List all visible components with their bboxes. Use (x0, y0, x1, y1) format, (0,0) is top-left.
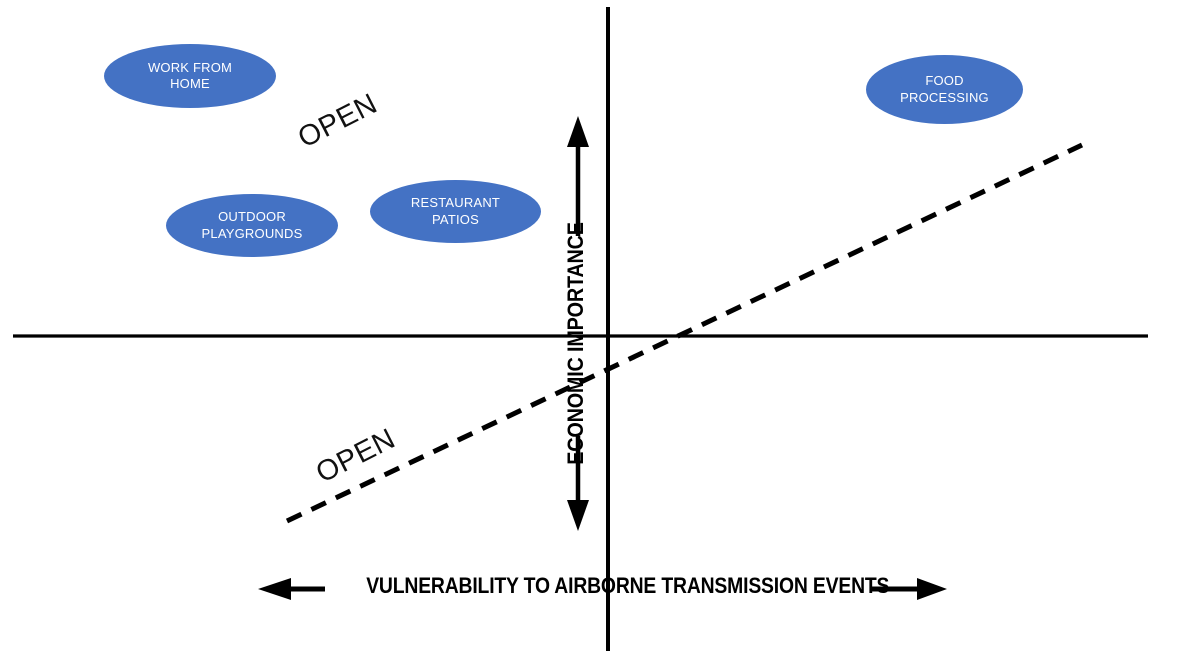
dashed-threshold-line (285, 142, 1084, 524)
x-axis-arrow-left (258, 578, 325, 600)
x-axis-arrow-right (872, 578, 947, 600)
bubble-food-processing[interactable]: FOOD PROCESSING (866, 55, 1023, 124)
y-axis-arrow-down (567, 436, 589, 531)
bubble-restaurant-patios[interactable]: RESTAURANT PATIOS (370, 180, 541, 243)
y-axis-arrow-up (567, 116, 589, 236)
x-axis-label: VULNERABILITY TO AIRBORNE TRANSMISSION E… (366, 573, 890, 598)
bubble-work-from-home[interactable]: WORK FROM HOME (104, 44, 276, 108)
y-axis-label: ECONOMIC IMPORTANCE (563, 222, 588, 465)
bubble-outdoor-playgrounds[interactable]: OUTDOOR PLAYGROUNDS (166, 194, 338, 257)
